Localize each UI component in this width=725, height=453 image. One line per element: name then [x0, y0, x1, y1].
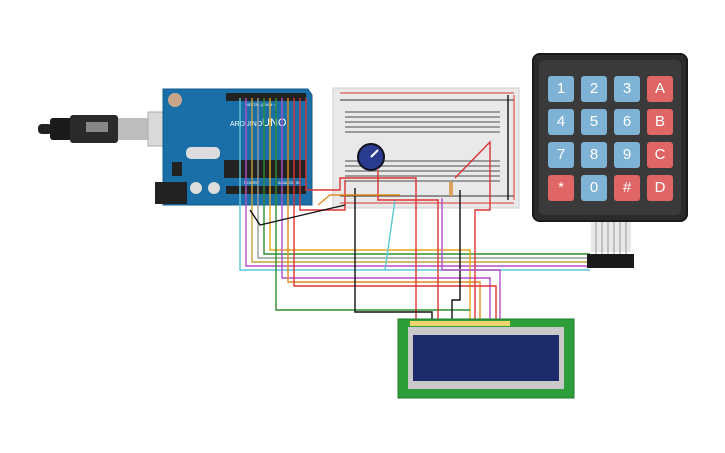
keypad-ribbon — [587, 222, 634, 268]
keypad-key-5[interactable]: 5 — [581, 109, 607, 135]
analog-label: ANALOG IN — [278, 180, 300, 185]
reset-button[interactable] — [168, 93, 182, 107]
lcd-screen — [413, 335, 559, 381]
keypad-key-9[interactable]: 9 — [614, 142, 640, 168]
keypad-key-1[interactable]: 1 — [548, 76, 574, 102]
keypad-key-2[interactable]: 2 — [581, 76, 607, 102]
keypad-key-star[interactable]: * — [548, 175, 574, 201]
keypad-key-8[interactable]: 8 — [581, 142, 607, 168]
keypad-key-b[interactable]: B — [647, 109, 673, 135]
lcd-display[interactable] — [397, 318, 575, 399]
digital-label: DIGITAL (PWM~) — [245, 102, 277, 107]
wires — [239, 98, 590, 325]
lcd-pin-header[interactable] — [410, 321, 510, 326]
keypad-connector[interactable] — [587, 254, 634, 268]
breadboard-holes — [345, 111, 500, 182]
usb-cable[interactable] — [38, 111, 169, 147]
keypad-key-d[interactable]: D — [647, 175, 673, 201]
keypad-key-a[interactable]: A — [647, 76, 673, 102]
resistor — [449, 182, 453, 196]
keypad-key-4[interactable]: 4 — [548, 109, 574, 135]
digital-header[interactable] — [226, 93, 306, 101]
keypad-key-0[interactable]: 0 — [581, 175, 607, 201]
arduino-model-text: UNO — [262, 117, 287, 129]
keypad-key-6[interactable]: 6 — [614, 109, 640, 135]
arduino-board[interactable]: ARDUINO UNO DIGITAL (PWM~) POWER ANALOG … — [155, 88, 313, 206]
breadboard[interactable] — [332, 87, 520, 209]
keypad-key-7[interactable]: 7 — [548, 142, 574, 168]
keypad-key-3[interactable]: 3 — [614, 76, 640, 102]
keypad-key-hash[interactable]: # — [614, 175, 640, 201]
keypad-key-c[interactable]: C — [647, 142, 673, 168]
power-analog-header[interactable] — [226, 186, 306, 194]
